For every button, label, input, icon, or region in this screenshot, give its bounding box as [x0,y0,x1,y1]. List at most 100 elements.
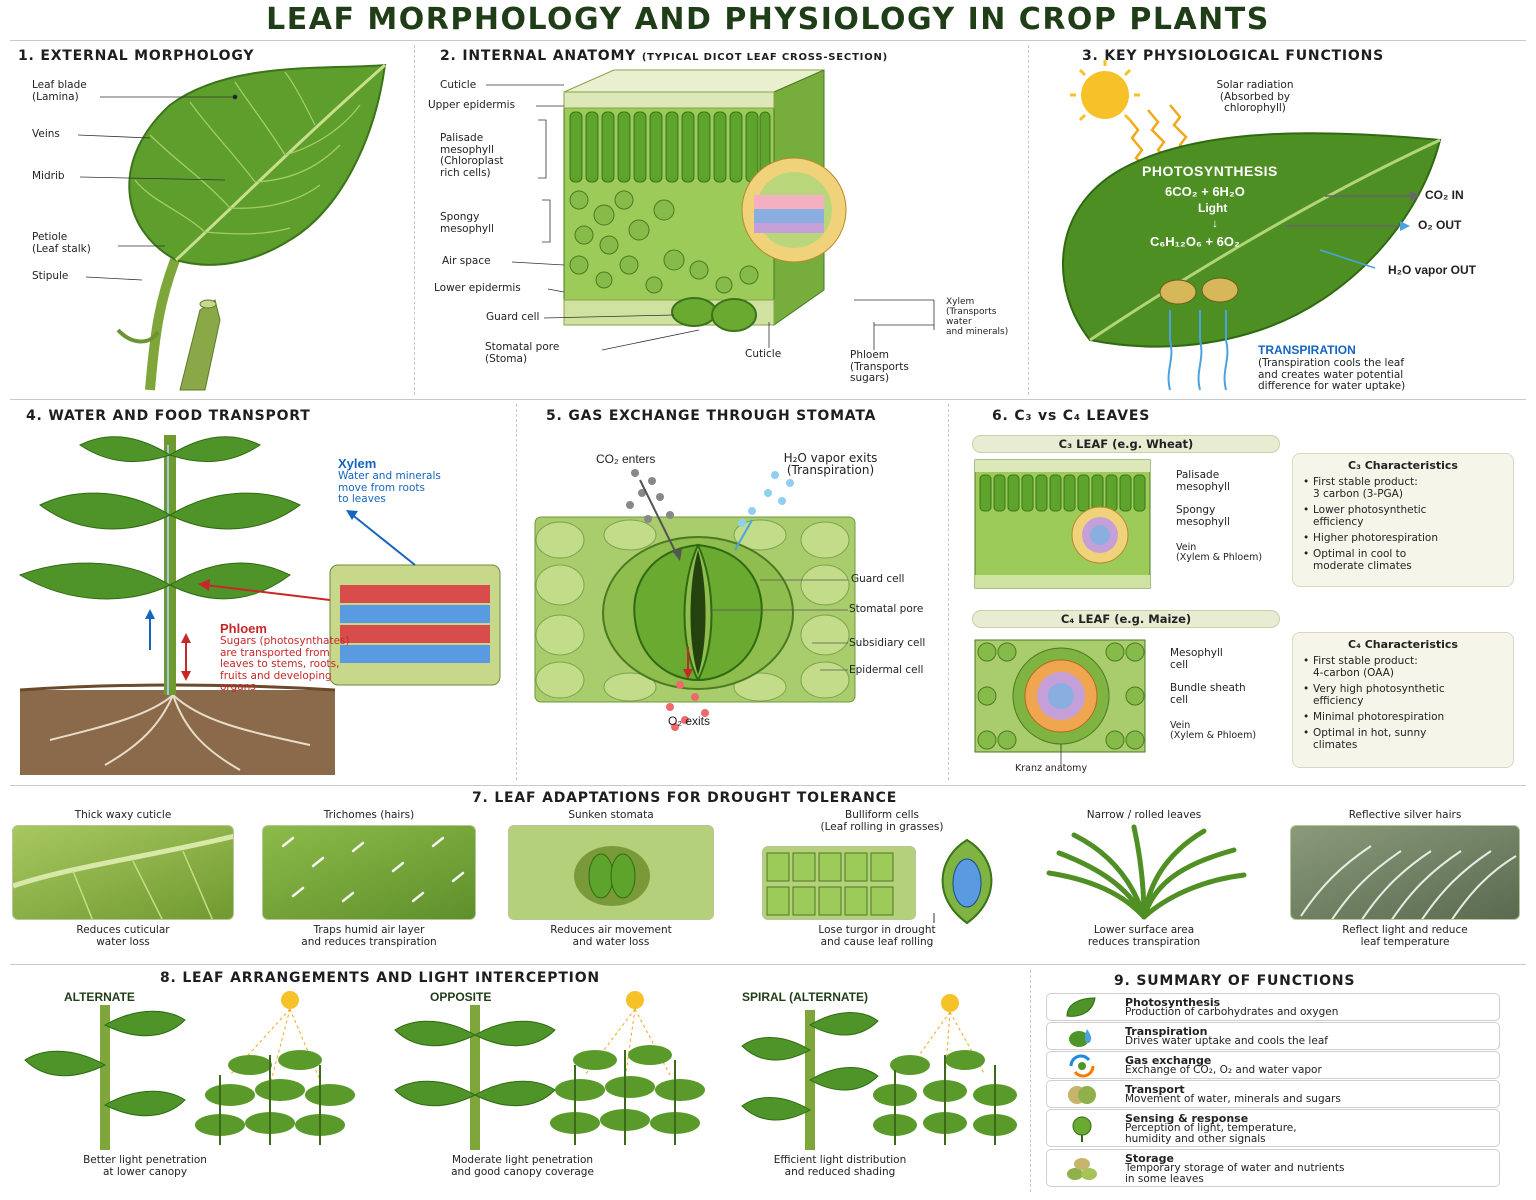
c4-label-mesophyll: Mesophyll cell [1170,647,1223,671]
section-title-drought-adaptations: 7. LEAF ADAPTATIONS FOR DROUGHT TOLERANC… [472,790,898,806]
summary-name: Transport [1125,1083,1185,1096]
c3-label-spongy: Spongy mesophyll [1176,504,1230,528]
divider [516,404,517,780]
section-title-internal-anatomy: 2. INTERNAL ANATOMY (TYPICAL DICOT LEAF … [440,48,888,64]
arrangement-heading-spiral: SPIRAL (ALTERNATE) [742,990,868,1004]
sunken-stomata-image [508,825,714,920]
label-solar-radiation: Solar radiation (Absorbed by chlorophyll… [1216,79,1294,114]
sun-icon [1081,71,1129,119]
label-phloem: Phloem (Transports sugars) [850,349,909,384]
photosynthesis-heading: PHOTOSYNTHESIS [1142,163,1278,179]
xylem-heading: Xylem [338,456,377,471]
summary-name: Transpiration [1125,1025,1208,1038]
adaptation-description: Reduces cuticular water loss [76,924,170,948]
phloem-description: Sugars (photosynthates) are transported … [220,635,350,693]
summary-row-gas-exchange: Gas exchange Exchange of CO₂, O₂ and wat… [1046,1051,1500,1079]
label-cuticle: Cuticle [440,79,477,91]
adaptation-description: Lower surface area reduces transpiration [1087,924,1201,948]
c3-item: Optimal in cool to moderate climates [1303,548,1503,572]
transpiration-heading: TRANSPIRATION [1258,343,1356,357]
label-spongy-mesophyll: Spongy mesophyll [440,211,494,235]
label-stipule: Stipule [32,270,69,282]
c3-label-vein: Vein (Xylem & Phloem) [1176,542,1263,563]
c4-leaf-illustration [974,639,1146,766]
leaf-cross-section-illustration [486,69,935,351]
leaf-illustration [77,63,387,391]
c3-item: First stable product: 3 carbon (3-PGA) [1303,476,1503,500]
arrangement-description: Moderate light penetration and good cano… [451,1154,594,1178]
summary-name: Gas exchange [1125,1054,1212,1067]
arrangement-description: Better light penetration at lower canopy [83,1154,207,1178]
label-h2o-vapor-out: H₂O vapor OUT [1388,263,1477,277]
trichomes-image [262,825,476,920]
rolled-leaf-illustration [933,838,993,925]
page-title: LEAF MORPHOLOGY AND PHYSIOLOGY IN CROP P… [266,2,1270,37]
adaptation-description: Lose turgor in drought and cause leaf ro… [818,924,936,948]
plant-transport-illustration [18,435,501,775]
c3-leaf-illustration [974,459,1151,589]
transport-icon [1068,1086,1096,1104]
stomata-illustration [534,469,856,731]
section-title-leaf-arrangements: 8. LEAF ARRANGEMENTS AND LIGHT INTERCEPT… [160,970,600,986]
summary-row-sensing: Sensing & response Perception of light, … [1046,1109,1500,1147]
opposite-arrangement-illustration [394,991,705,1150]
sunken-stomata-illustration [574,846,650,906]
c4-card-title: C₄ Characteristics [1348,638,1458,651]
summary-row-transpiration: Transpiration Drives water uptake and co… [1046,1022,1500,1050]
label-lower-epidermis: Lower epidermis [434,282,521,294]
c3-card-title: C₃ Characteristics [1348,459,1458,472]
summary-row-transport: Transport Movement of water, minerals an… [1046,1080,1500,1108]
section-title-text: 2. INTERNAL ANATOMY [440,48,637,64]
gas-cycle-icon [1069,1054,1095,1078]
adaptation-description: Reflect light and reduce leaf temperatur… [1342,924,1468,948]
label-stomatal-pore: Stomatal pore (Stoma) [485,341,560,365]
photosynthesis-light: Light [1198,201,1228,215]
waxy-cuticle-image [12,825,234,920]
c4-item: Very high photosynthetic efficiency [1303,683,1503,707]
c4-item: Optimal in hot, sunny climates [1303,727,1503,751]
arrangement-description: Efficient light distribution and reduced… [773,1154,907,1178]
summary-row-storage: Storage Temporary storage of water and n… [1046,1149,1500,1187]
section-title-physiological-functions: 3. KEY PHYSIOLOGICAL FUNCTIONS [1082,48,1384,64]
divider [948,404,949,780]
arrangement-heading-opposite: OPPOSITE [430,990,492,1004]
bulliform-cells-image [762,846,916,920]
c4-label-bundle-sheath: Bundle sheath cell [1170,682,1246,706]
c4-label-vein: Vein (Xylem & Phloem) [1170,720,1257,741]
summary-description: Temporary storage of water and nutrients… [1125,1162,1345,1185]
leaf-icon [1066,997,1096,1017]
section-subtitle: (TYPICAL DICOT LEAF CROSS-SECTION) [641,52,889,63]
label-kranz-anatomy: Kranz anatomy [1015,763,1088,774]
section-title-c3-vs-c4: 6. C₃ vs C₄ LEAVES [992,408,1151,424]
label-h2o-vapor-exits: H₂O vapor exits (Transpiration) [783,451,878,477]
summary-name: Photosynthesis [1125,996,1221,1009]
alternate-arrangement-illustration [24,991,355,1150]
section-title-external-morphology: 1. EXTERNAL MORPHOLOGY [18,48,255,64]
adaptation-heading: Sunken stomata [568,809,654,821]
phloem-heading: Phloem [220,621,267,636]
photosynthesis-equation-products: C₆H₁₂O₆ + 6O₂ [1150,234,1240,249]
label-palisade-mesophyll: Palisade mesophyll (Chloroplast rich cel… [440,132,504,179]
divider [10,40,1526,41]
label-guard-cell: Guard cell [486,311,540,323]
c3-label-palisade: Palisade mesophyll [1176,469,1230,493]
adaptation-description: Traps humid air layer and reduces transp… [301,924,437,948]
arrangement-heading-alternate: ALTERNATE [64,990,135,1004]
label-subsidiary-cell: Subsidiary cell [849,637,926,649]
label-upper-epidermis: Upper epidermis [428,99,516,111]
sun-icon [281,991,299,1009]
c4-item: First stable product: 4-carbon (OAA) [1303,655,1503,679]
label-epidermal-cell: Epidermal cell [849,664,924,676]
label-xylem: Xylem (Transports water and minerals) [946,297,1009,337]
c3-characteristics-card: C₃ Characteristics First stable product:… [1292,453,1514,587]
c3-leaf-pill: C₃ LEAF (e.g. Wheat) [972,435,1280,453]
transpiration-description: (Transpiration cools the leaf and create… [1258,357,1406,392]
divider [1030,970,1031,1192]
silver-hairs-image [1290,825,1520,920]
c3-item: Higher photorespiration [1303,532,1503,544]
narrow-leaves-illustration [1046,824,1247,920]
divider [10,964,1526,965]
divider [414,45,415,395]
c4-characteristics-card: C₄ Characteristics First stable product:… [1292,632,1514,768]
